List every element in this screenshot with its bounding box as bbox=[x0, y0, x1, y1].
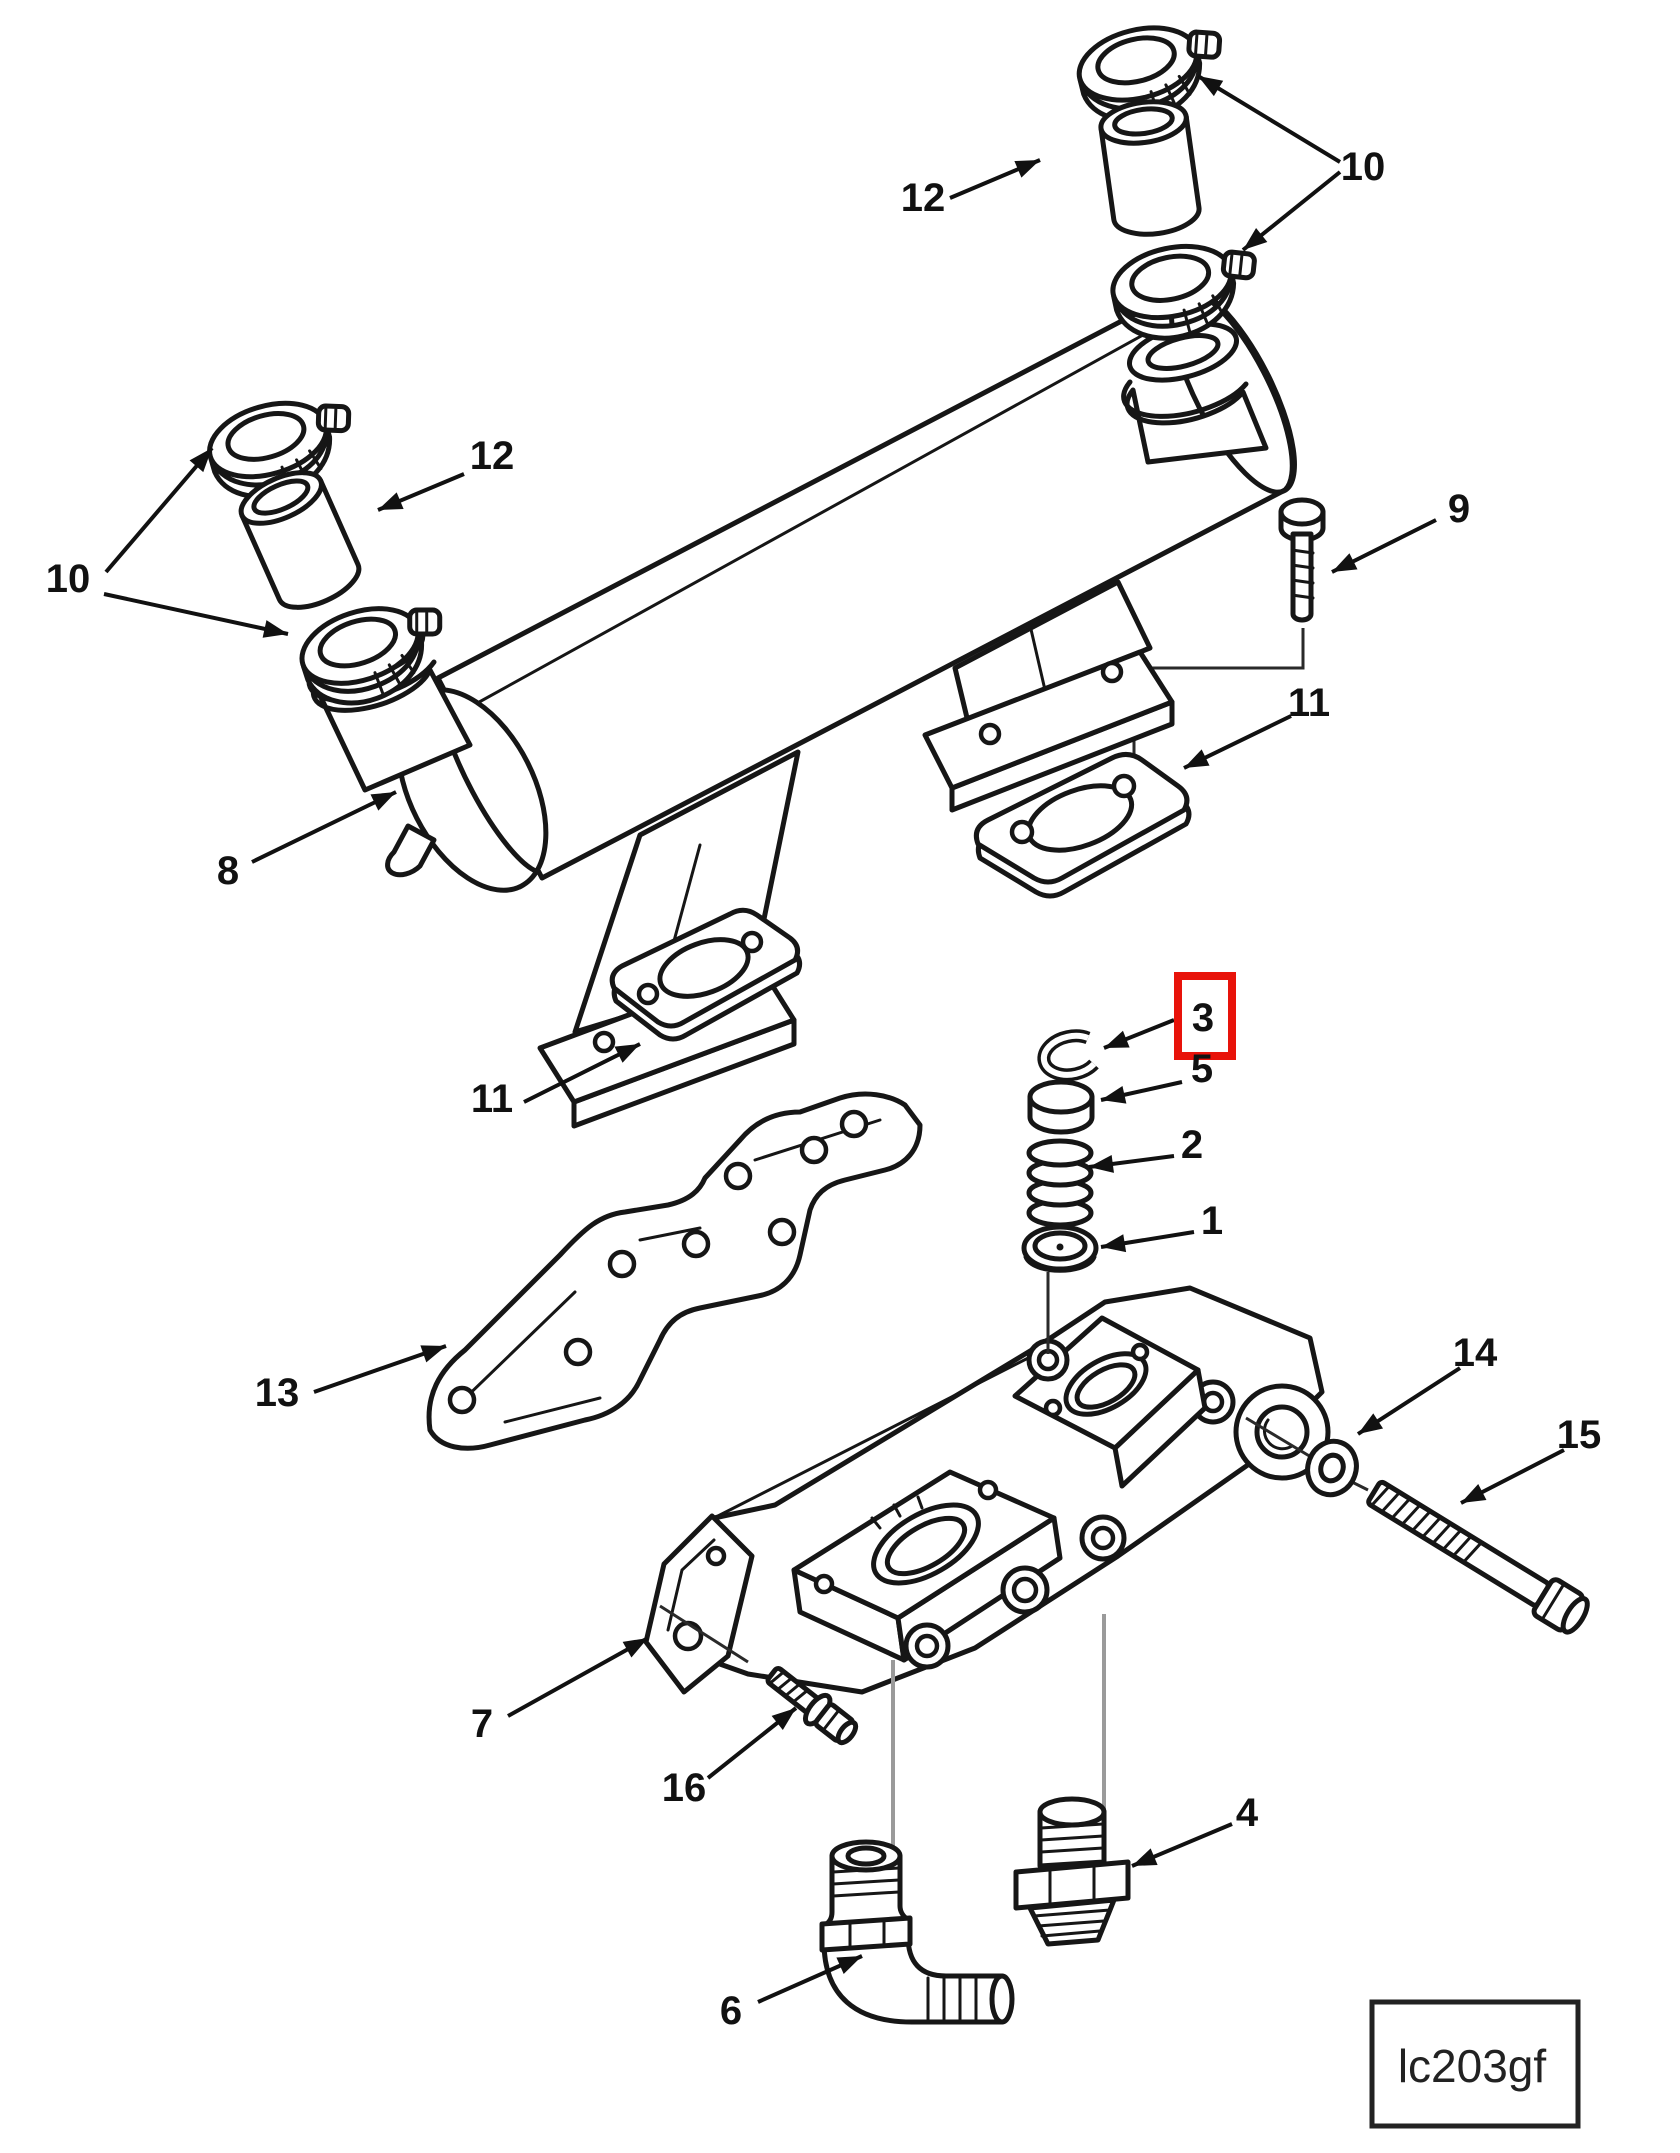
callout-5-arrow bbox=[1100, 1080, 1183, 1104]
bolt-15 bbox=[1366, 1479, 1590, 1635]
callout-4-arrow bbox=[1131, 1822, 1233, 1868]
callout-7-label: 7 bbox=[471, 1702, 493, 1746]
callout-1-arrow bbox=[1100, 1230, 1195, 1253]
callout-11-right-label: 11 bbox=[1288, 681, 1330, 725]
callout-9-label: 9 bbox=[1448, 487, 1470, 531]
callout-9-arrow bbox=[1331, 518, 1437, 574]
bolt-9 bbox=[1278, 497, 1326, 623]
elbow-fitting-6 bbox=[819, 1839, 1015, 2025]
mounting-plate-right bbox=[973, 752, 1192, 899]
callout-12-left-label: 12 bbox=[470, 434, 515, 478]
callout-15-arrow bbox=[1460, 1448, 1565, 1505]
right-neck-lip bbox=[1121, 379, 1249, 419]
callout-12-top-arrow bbox=[949, 158, 1041, 200]
callout-14-label: 14 bbox=[1453, 1331, 1498, 1375]
left-neck-body bbox=[310, 667, 473, 793]
spring-2 bbox=[1026, 1138, 1094, 1228]
bolt-16 bbox=[765, 1666, 859, 1746]
callout-10-left-arrow-2 bbox=[103, 592, 289, 638]
callout-6-arrow bbox=[757, 1954, 863, 2004]
callout-8-arrow bbox=[251, 790, 397, 864]
callout-12-top-label: 12 bbox=[901, 176, 946, 220]
callout-6-label: 6 bbox=[720, 1989, 742, 2033]
retainer-disc-5 bbox=[1027, 1079, 1095, 1135]
manifold-housing bbox=[643, 1285, 1331, 1695]
callout-10-right-arrow-2 bbox=[1241, 170, 1342, 252]
callout-15-label: 15 bbox=[1557, 1413, 1602, 1457]
callout-arrows bbox=[103, 74, 1565, 2004]
figure-code-text: lc203gf bbox=[1398, 2040, 1547, 2092]
callout-16-label: 16 bbox=[662, 1766, 707, 1810]
straight-fitting-4 bbox=[1013, 1796, 1131, 1947]
callout-10-right-label: 10 bbox=[1341, 145, 1386, 189]
callout-13-label: 13 bbox=[255, 1371, 300, 1415]
callout-2-label: 2 bbox=[1181, 1123, 1203, 1167]
callout-12-left-arrow bbox=[377, 472, 465, 512]
callout-11-left-arrow bbox=[523, 1042, 641, 1104]
callout-11-left-label: 11 bbox=[471, 1077, 513, 1121]
callout-1-label: 1 bbox=[1201, 1199, 1223, 1243]
drain-plug bbox=[385, 823, 437, 878]
callout-10-right-arrow-1 bbox=[1196, 74, 1342, 164]
callout-13-arrow bbox=[313, 1344, 447, 1394]
callout-7-arrow bbox=[507, 1636, 649, 1718]
callout-5-label: 5 bbox=[1191, 1047, 1213, 1091]
hose-top bbox=[1098, 97, 1202, 240]
callout-3-highlight-box bbox=[1174, 972, 1236, 1060]
tube-highlight-line bbox=[470, 328, 1154, 708]
callout-2-arrow bbox=[1088, 1154, 1175, 1173]
callout-4-label: 4 bbox=[1236, 1791, 1259, 1835]
callout-16-arrow bbox=[706, 1706, 798, 1780]
callout-3-label: 3 bbox=[1192, 996, 1214, 1040]
snap-ring-3 bbox=[1037, 1029, 1099, 1082]
gasket-13 bbox=[426, 1091, 923, 1451]
washer-14 bbox=[1305, 1438, 1359, 1498]
callout-10-left-arrow-1 bbox=[104, 446, 214, 574]
callout-14-arrow bbox=[1356, 1366, 1462, 1436]
callout-11-right-arrow bbox=[1183, 714, 1292, 770]
callout-labels: 12 10 12 10 8 9 11 11 13 3 5 2 1 7 16 14… bbox=[46, 145, 1602, 2033]
callout-8-label: 8 bbox=[217, 849, 239, 893]
figure-code-box: lc203gf bbox=[1369, 1999, 1581, 2129]
callout-10-left-label: 10 bbox=[46, 557, 91, 601]
cooler-foot-right bbox=[922, 579, 1175, 813]
oil-cooler-body bbox=[306, 285, 1297, 893]
plug-disc-1 bbox=[1021, 1224, 1099, 1273]
mounting-plate-left bbox=[609, 907, 803, 1042]
leader-line-bolt16 bbox=[659, 1604, 749, 1664]
callout-3-arrow bbox=[1103, 1018, 1175, 1050]
